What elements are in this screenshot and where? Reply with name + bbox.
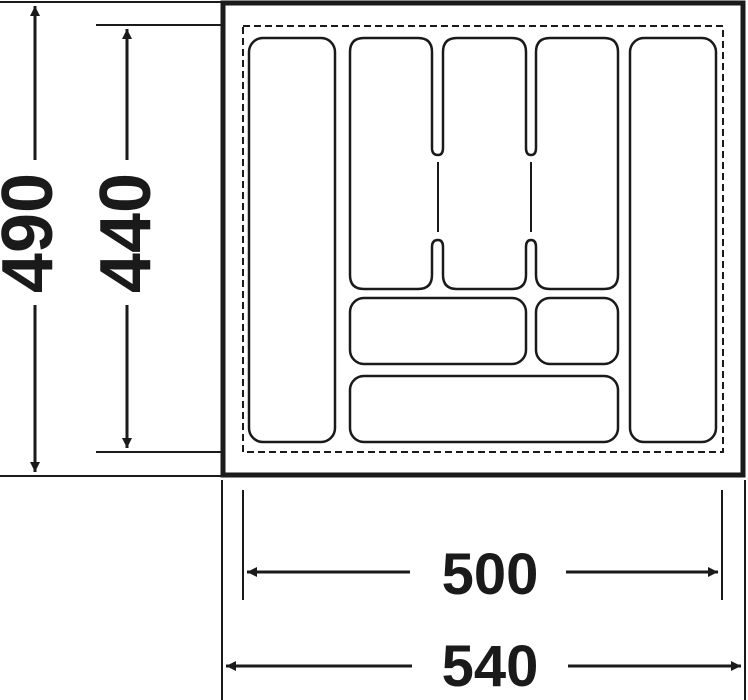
compartment-middle-wide (348, 296, 528, 366)
dimension-label-outer-width: 540 (442, 634, 539, 699)
tray-outer-frame (220, 0, 746, 478)
compartment-middle-top-2 (441, 36, 620, 291)
compartment-middle-small (534, 296, 620, 366)
cutlery-tray (220, 0, 746, 478)
width-extension-lines (221, 480, 746, 700)
compartment-left (247, 36, 337, 444)
dimension-label-inner-width: 500 (442, 542, 539, 607)
tray-trim-line (242, 25, 724, 453)
dimension-label-inner-height: 440 (86, 173, 166, 293)
compartment-right (628, 36, 718, 444)
dimension-label-outer-height: 490 (0, 173, 68, 293)
compartment-bottom (348, 374, 620, 444)
height-extension-lines (0, 1, 222, 477)
compartment-middle-top-1 (364, 36, 445, 157)
